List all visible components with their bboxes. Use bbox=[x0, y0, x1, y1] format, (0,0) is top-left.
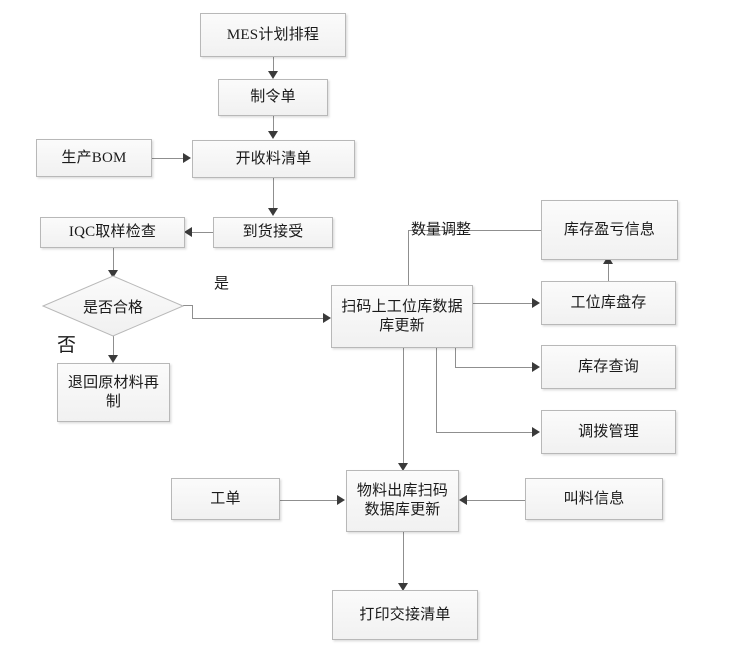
edge-scanin-to-invquery-seg2 bbox=[455, 367, 535, 368]
node-label: 打印交接清单 bbox=[359, 606, 451, 623]
edge-scanin-to-stocktake bbox=[473, 303, 535, 304]
edge-arrival-to-iqc bbox=[190, 232, 213, 233]
arrowhead-bom-to-picklist bbox=[183, 153, 191, 163]
edge-bom-to-picklist bbox=[152, 158, 185, 159]
arrowhead-scanin-to-scanout bbox=[398, 463, 408, 471]
edge-scanout-to-printlist bbox=[403, 532, 404, 586]
node-transfer-management[interactable]: 调拨管理 bbox=[541, 410, 676, 454]
node-mes-plan-scheduling[interactable]: MES计划排程 bbox=[200, 13, 346, 57]
node-label: 到货接受 bbox=[242, 224, 304, 241]
node-label: 库存盈亏信息 bbox=[563, 221, 656, 238]
node-qualified-decision[interactable]: 是否合格 bbox=[42, 275, 184, 337]
edge-workorder-to-scanout bbox=[280, 500, 340, 501]
node-label: 开收料清单 bbox=[235, 150, 312, 167]
edge-iqc-to-qualified bbox=[113, 247, 114, 274]
node-label: 调拨管理 bbox=[578, 423, 639, 440]
edge-picklist-to-arrival bbox=[273, 178, 274, 210]
diamond-shape bbox=[42, 275, 184, 337]
edge-mes-to-order bbox=[273, 57, 274, 73]
node-production-order[interactable]: 制令单 bbox=[218, 79, 328, 116]
arrowhead-qualified-to-scanin bbox=[323, 313, 331, 323]
arrowhead-mes-to-order bbox=[268, 71, 278, 79]
node-material-call-info[interactable]: 叫料信息 bbox=[525, 478, 663, 520]
node-production-bom[interactable]: 生产BOM bbox=[36, 139, 152, 177]
node-iqc-sampling-inspection[interactable]: IQC取样检查 bbox=[40, 217, 185, 248]
arrowhead-iqc-to-qualified bbox=[108, 270, 118, 278]
arrowhead-scanin-to-stocktake bbox=[532, 298, 540, 308]
node-label: MES计划排程 bbox=[226, 26, 320, 43]
node-label: 是否合格 bbox=[82, 299, 143, 316]
node-label: 叫料信息 bbox=[563, 490, 625, 507]
edge-scanin-to-transfer-seg2 bbox=[436, 432, 535, 433]
node-print-handover-list[interactable]: 打印交接清单 bbox=[332, 590, 478, 640]
node-inventory-profit-loss-info[interactable]: 库存盈亏信息 bbox=[541, 200, 678, 260]
edge-order-to-picklist bbox=[273, 116, 274, 133]
edge-qualified-to-scanin-seg1 bbox=[183, 305, 193, 306]
node-label: 退回原材料再 制 bbox=[67, 374, 160, 410]
edge-qualified-to-rework bbox=[113, 336, 114, 360]
edge-callmat-to-scanout bbox=[464, 500, 525, 501]
edge-invpl-to-scanin-seg1 bbox=[408, 230, 541, 231]
arrowhead-order-to-picklist bbox=[268, 131, 278, 139]
arrowhead-arrival-to-iqc bbox=[184, 227, 192, 237]
edge-scanin-to-transfer-seg1 bbox=[436, 348, 437, 432]
edge-label-no: 否 bbox=[57, 335, 77, 356]
node-scan-into-station-warehouse-db-update[interactable]: 扫码上工位库数据 库更新 bbox=[331, 285, 473, 348]
arrowhead-picklist-to-arrival bbox=[268, 208, 278, 216]
node-station-warehouse-stocktaking[interactable]: 工位库盘存 bbox=[541, 281, 676, 325]
node-label: IQC取样检查 bbox=[68, 224, 157, 241]
node-label: 工单 bbox=[210, 490, 241, 507]
arrowhead-scanin-to-invquery bbox=[532, 362, 540, 372]
node-label: 生产BOM bbox=[61, 149, 127, 166]
node-material-outbound-scan-db-update[interactable]: 物料出库扫码 数据库更新 bbox=[346, 470, 459, 532]
edge-invpl-to-scanin-seg2 bbox=[408, 230, 409, 285]
arrowhead-scanout-to-printlist bbox=[398, 583, 408, 591]
arrowhead-qualified-to-rework bbox=[108, 355, 118, 363]
node-label: 制令单 bbox=[250, 89, 296, 106]
edge-scanin-to-invquery-seg1 bbox=[455, 348, 456, 367]
node-label: 物料出库扫码 数据库更新 bbox=[356, 483, 449, 518]
edge-stocktake-to-invpl bbox=[608, 262, 609, 281]
edge-label-qty-adjust: 数量调整 bbox=[411, 222, 472, 238]
arrowhead-stocktake-to-invpl bbox=[603, 256, 613, 264]
node-material-receipt-list[interactable]: 开收料清单 bbox=[192, 140, 355, 178]
node-goods-arrival-acceptance[interactable]: 到货接受 bbox=[213, 217, 333, 248]
node-label: 工位库盘存 bbox=[570, 294, 647, 311]
node-inventory-query[interactable]: 库存查询 bbox=[541, 345, 676, 389]
edge-qualified-to-scanin-seg3 bbox=[192, 318, 325, 319]
arrowhead-workorder-to-scanout bbox=[337, 495, 345, 505]
node-return-raw-material-rework[interactable]: 退回原材料再 制 bbox=[57, 363, 170, 422]
arrowhead-scanin-to-transfer bbox=[532, 427, 540, 437]
edge-scanin-to-scanout bbox=[403, 348, 404, 467]
node-label: 库存查询 bbox=[578, 358, 639, 375]
edge-qualified-to-scanin-seg2 bbox=[192, 305, 193, 318]
arrowhead-callmat-to-scanout bbox=[459, 495, 467, 505]
node-label: 扫码上工位库数据 库更新 bbox=[341, 298, 463, 334]
node-work-order[interactable]: 工单 bbox=[171, 478, 280, 520]
edge-label-yes: 是 bbox=[214, 276, 230, 292]
